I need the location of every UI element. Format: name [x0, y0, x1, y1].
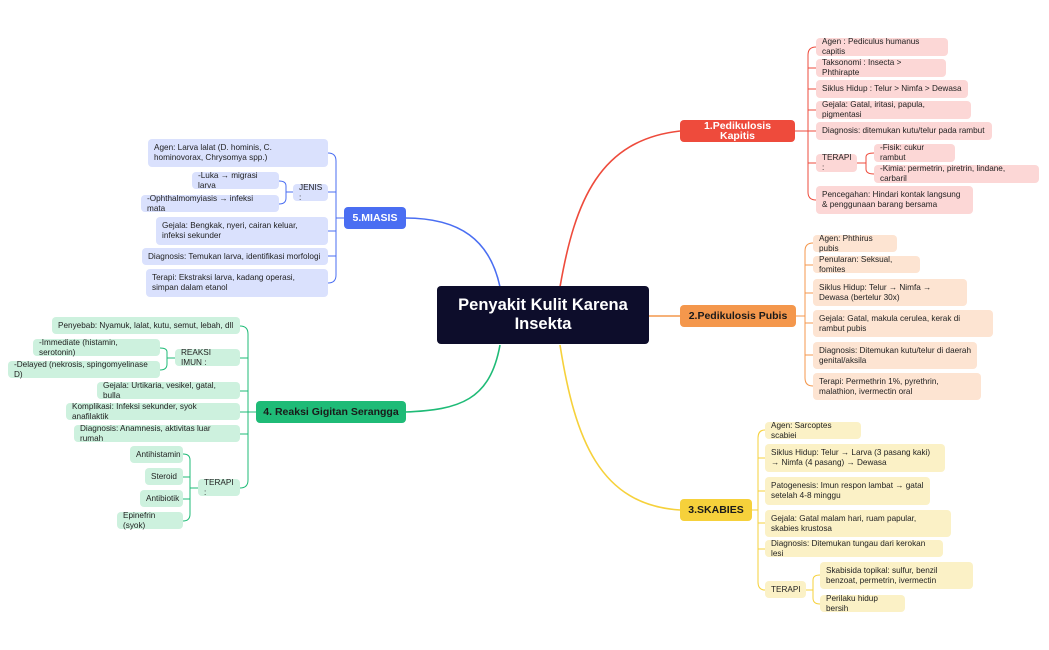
branch-pedikulosis-kapitis[interactable]: 1.Pedikulosis Kapitis: [680, 120, 795, 142]
b1-diagnosis[interactable]: Diagnosis: ditemukan kutu/telur pada ram…: [816, 122, 992, 140]
b1-siklus[interactable]: Siklus Hidup : Telur > Nimfa > Dewasa: [816, 80, 968, 98]
b4-gejala[interactable]: Gejala: Urtikaria, vesikel, gatal, bulla: [97, 381, 240, 400]
b4-terapi-epinefrin[interactable]: Epinefrin (syok): [117, 511, 183, 530]
b2-penularan[interactable]: Penularan: Seksual, fomites: [813, 255, 920, 274]
b5-diagnosis[interactable]: Diagnosis: Temukan larva, identifikasi m…: [142, 248, 328, 265]
b1-gejala[interactable]: Gejala: Gatal, iritasi, papula, pigmenta…: [816, 100, 971, 119]
b5-jenis-ophthalmomyiasis[interactable]: -Ophthalmomyiasis → infeksi mata: [141, 194, 279, 213]
b3-gejala[interactable]: Gejala: Gatal malam hari, ruam papular, …: [765, 510, 951, 537]
b3-terapi-perilaku[interactable]: Perilaku hidup bersih: [820, 594, 905, 613]
b1-taksonomi[interactable]: Taksonomi : Insecta > Phthirapte: [816, 58, 946, 77]
b5-agen[interactable]: Agen: Larva lalat (D. hominis, C. homino…: [148, 139, 328, 167]
b3-terapi[interactable]: TERAPI: [765, 581, 806, 598]
b3-patogenesis[interactable]: Patogenesis: Imun respon lambat → gatal …: [765, 477, 930, 505]
b4-delayed[interactable]: -Delayed (nekrosis, spingomyelinase D): [8, 360, 160, 379]
b5-jenis[interactable]: JENIS :: [293, 183, 328, 202]
b2-diagnosis[interactable]: Diagnosis: Ditemukan kutu/telur di daera…: [813, 342, 977, 369]
b4-penyebab[interactable]: Penyebab: Nyamuk, lalat, kutu, semut, le…: [52, 317, 240, 334]
b1-pencegahan[interactable]: Pencegahan: Hindari kontak langsung & pe…: [816, 186, 973, 214]
b4-diagnosis[interactable]: Diagnosis: Anamnesis, aktivitas luar rum…: [74, 424, 240, 443]
b4-terapi[interactable]: TERAPI :: [198, 478, 240, 497]
b4-reaksi-imun[interactable]: REAKSI IMUN :: [175, 348, 240, 367]
b3-agen[interactable]: Agen: Sarcoptes scabiei: [765, 421, 861, 440]
central-topic[interactable]: Penyakit Kulit Karena Insekta: [437, 286, 649, 344]
b2-siklus[interactable]: Siklus Hidup: Telur → Nimfa → Dewasa (be…: [813, 279, 967, 306]
b4-immediate[interactable]: -Immediate (histamin, serotonin): [33, 338, 160, 357]
branch-miasis[interactable]: 5.MIASIS: [344, 207, 406, 229]
b5-gejala[interactable]: Gejala: Bengkak, nyeri, cairan keluar, i…: [156, 217, 328, 245]
b1-terapi-fisik[interactable]: -Fisik: cukur rambut: [874, 143, 955, 162]
b5-terapi[interactable]: Terapi: Ekstraksi larva, kadang operasi,…: [146, 269, 328, 297]
branch-reaksi-gigitan[interactable]: 4. Reaksi Gigitan Serangga: [256, 401, 406, 423]
b2-terapi[interactable]: Terapi: Permethrin 1%, pyrethrin, malath…: [813, 373, 981, 400]
branch-skabies[interactable]: 3.SKABIES: [680, 499, 752, 521]
b3-diagnosis[interactable]: Diagnosis: Ditemukan tungau dari kerokan…: [765, 539, 943, 558]
b2-gejala[interactable]: Gejala: Gatal, makula cerulea, kerak di …: [813, 310, 993, 337]
b3-siklus[interactable]: Siklus Hidup: Telur → Larva (3 pasang ka…: [765, 444, 945, 472]
b4-terapi-steroid[interactable]: Steroid: [145, 468, 183, 485]
b4-komplikasi[interactable]: Komplikasi: Infeksi sekunder, syok anafi…: [66, 402, 240, 421]
b5-jenis-luka[interactable]: -Luka → migrasi larva: [192, 171, 279, 190]
b1-agen[interactable]: Agen : Pediculus humanus capitis: [816, 37, 948, 56]
b1-terapi-kimia[interactable]: -Kimia: permetrin, piretrin, lindane, ca…: [874, 164, 1039, 183]
b2-agen[interactable]: Agen: Phthirus pubis: [813, 234, 897, 253]
b3-terapi-skabisida[interactable]: Skabisida topikal: sulfur, benzil benzoa…: [820, 562, 973, 589]
b4-terapi-antihistamin[interactable]: Antihistamin: [130, 446, 183, 463]
b1-terapi[interactable]: TERAPI :: [816, 153, 857, 172]
branch-pedikulosis-pubis[interactable]: 2.Pedikulosis Pubis: [680, 305, 796, 327]
b4-terapi-antibiotik[interactable]: Antibiotik: [140, 490, 183, 507]
